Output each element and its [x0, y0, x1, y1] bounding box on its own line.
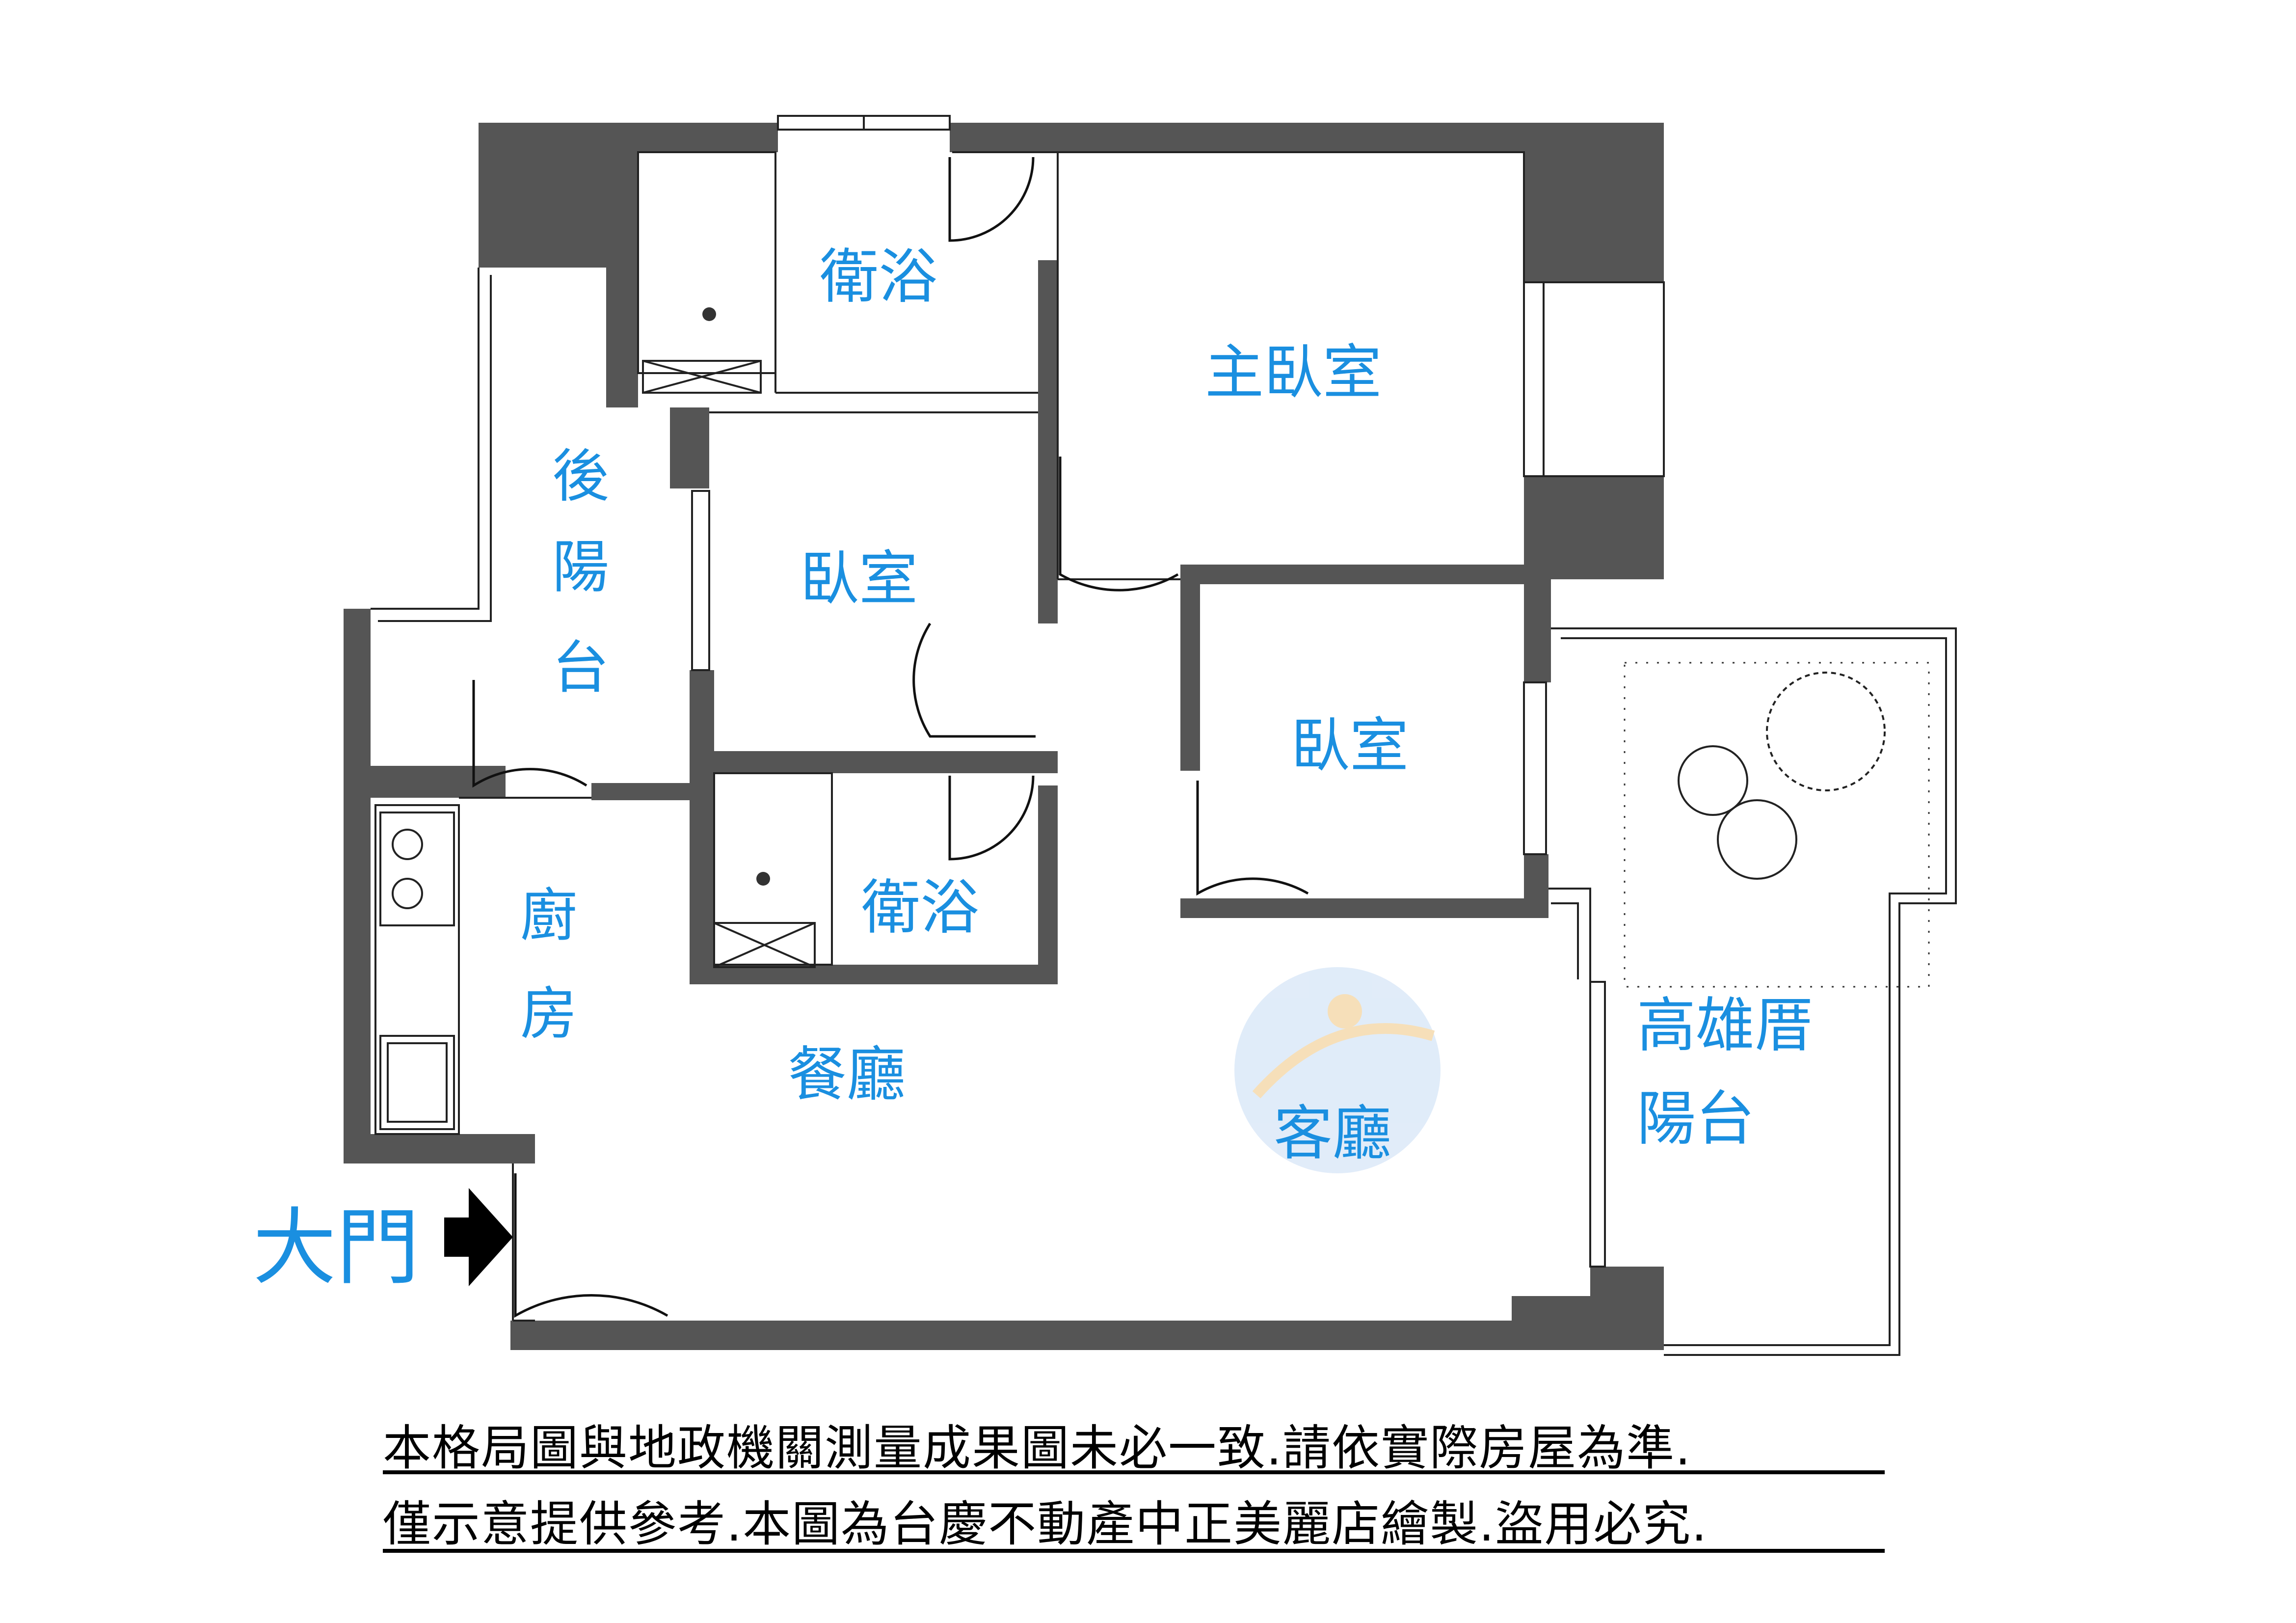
wall-blocks — [344, 123, 1664, 1350]
label-dining: 餐廳 — [788, 1041, 906, 1109]
disclaimer-line-2: 僅示意提供參考.本圖為台慶不動產中正美麗店繪製.盜用必究. — [383, 1496, 1708, 1552]
label-master-bedroom: 主臥室 — [1205, 339, 1382, 407]
watermark-logo — [1234, 967, 1441, 1173]
label-bath-top: 衛浴 — [820, 243, 937, 311]
outline-lines — [371, 115, 1957, 1356]
label-back-balcony-3: 台 — [552, 635, 609, 701]
disclaimer-rule-2 — [383, 1549, 1885, 1553]
label-bath-bottom: 衛浴 — [861, 874, 979, 942]
doors — [472, 157, 1309, 1318]
label-kitchen-1: 廚 — [520, 883, 577, 949]
label-kitchen-2: 房 — [520, 981, 577, 1047]
disclaimer-line-1: 本格局圖與地政機關測量成果圖未必一致.請依實際房屋為準. — [383, 1420, 1692, 1476]
label-back-balcony-2: 陽 — [552, 534, 609, 600]
room-labels: 衛浴 主臥室 後 陽 台 臥室 臥室 廚 房 衛浴 餐廳 客廳 高雄厝 陽台 — [520, 243, 1814, 1168]
entrance: 大門 — [253, 1188, 513, 1297]
label-back-balcony-1: 後 — [552, 443, 609, 510]
fixtures — [379, 307, 1886, 1130]
label-living: 客廳 — [1274, 1100, 1391, 1168]
entrance-label: 大門 — [253, 1199, 420, 1297]
label-bedroom-right: 臥室 — [1291, 712, 1409, 780]
label-bedroom-middle: 臥室 — [800, 545, 918, 613]
floor-plan: 衛浴 主臥室 後 陽 台 臥室 臥室 廚 房 衛浴 餐廳 客廳 高雄厝 陽台 大… — [253, 115, 1957, 1356]
arrow-right-icon — [444, 1188, 513, 1286]
disclaimer-rule-1 — [383, 1470, 1885, 1474]
label-kaohsiung-balcony-2: 陽台 — [1637, 1085, 1755, 1153]
label-kaohsiung-balcony-1: 高雄厝 — [1637, 992, 1814, 1060]
